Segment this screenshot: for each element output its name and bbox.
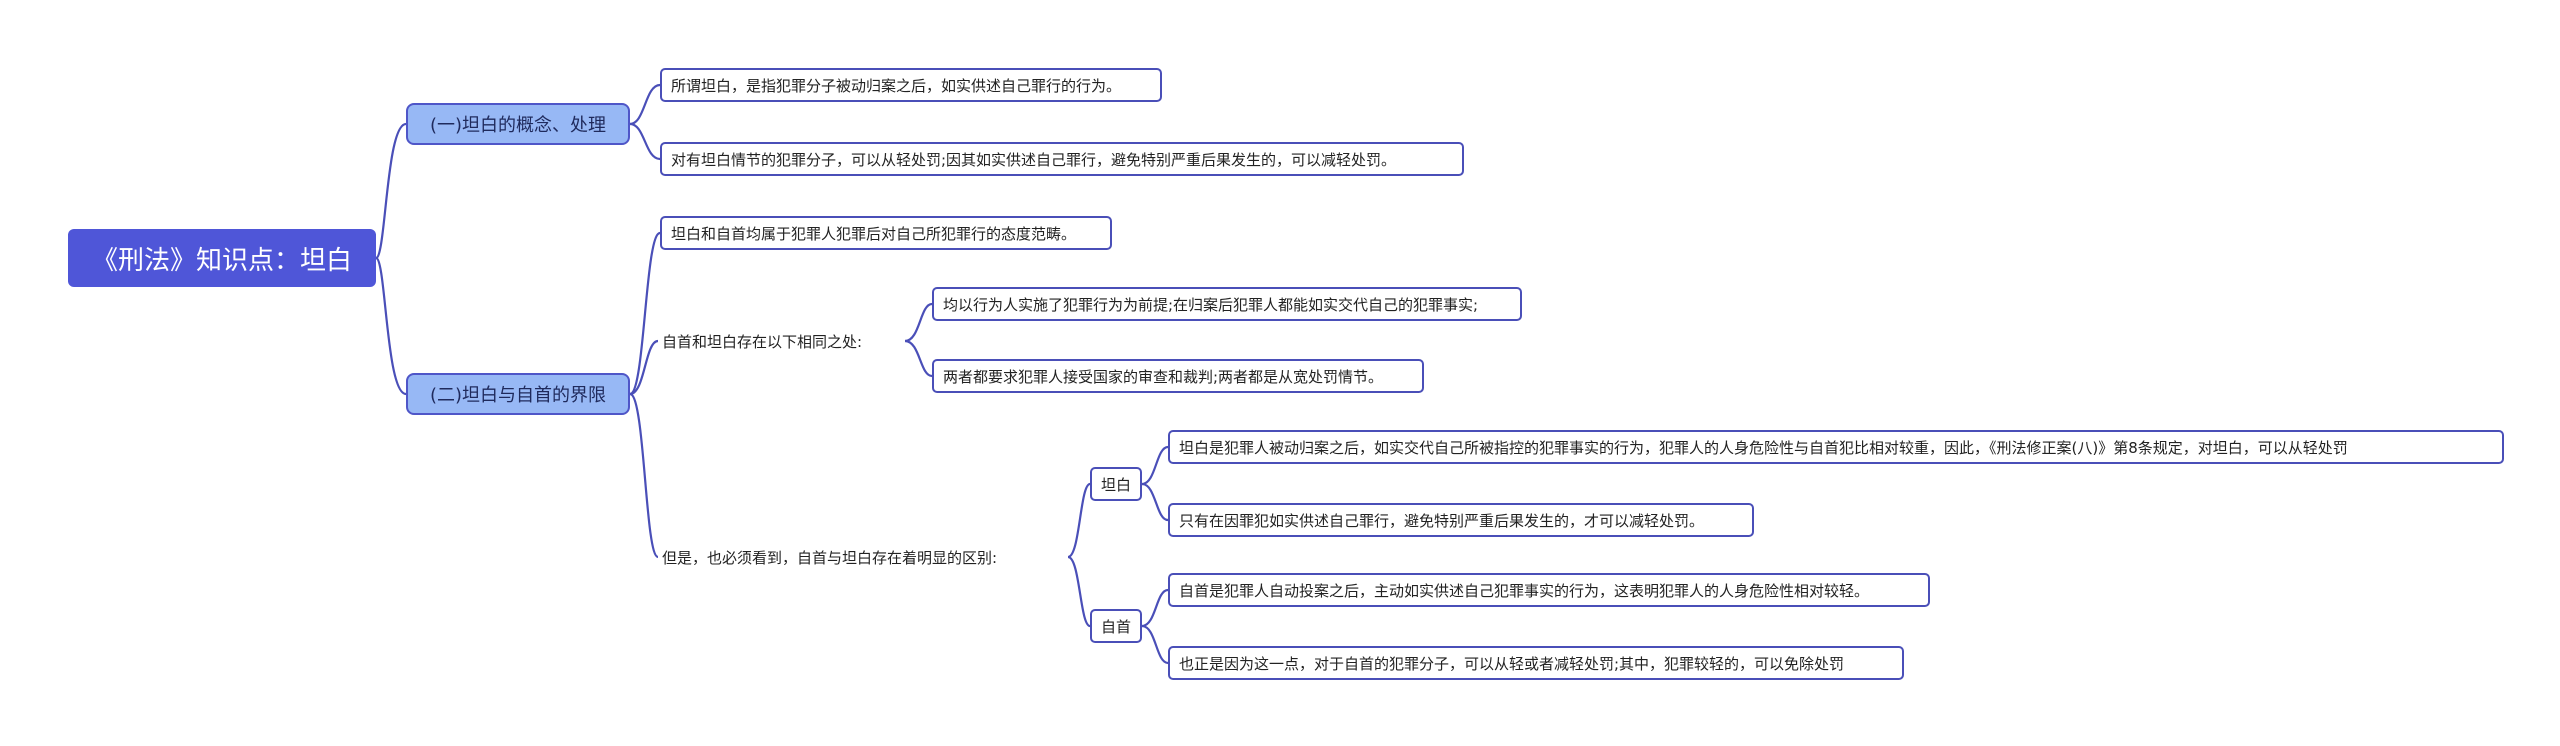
tanbai-label: 坦白 [1100, 475, 1131, 494]
zishou-item-1[interactable]: 自首是犯罪人自动投案之后，主动如实供述自己犯罪事实的行为，这表明犯罪人的人身危险… [1168, 573, 1930, 607]
root-topic[interactable]: 《刑法》知识点：坦白 [68, 229, 376, 287]
connector-tanbai-item2 [1141, 482, 1169, 522]
zishou-node[interactable]: 自首 [1090, 609, 1142, 643]
difference-node[interactable]: 但是，也必须看到，自首与坦白存在着明显的区别: [658, 542, 1068, 572]
similarity-item-1-text: 均以行为人实施了犯罪行为为前提;在归案后犯罪人都能如实交代自己的犯罪事实; [943, 295, 1479, 314]
similarity-label: 自首和坦白存在以下相同之处: [662, 332, 863, 351]
branch-boundary-label: (二)坦白与自首的界限 [429, 385, 607, 406]
connector-branch2-difference [628, 392, 660, 559]
branch-boundary[interactable]: (二)坦白与自首的界限 [406, 373, 630, 415]
connector-branch1-item2 [629, 122, 661, 161]
concept-handling-text: 对有坦白情节的犯罪分子，可以从轻处罚;因其如实供述自己罪行，避免特别严重后果发生… [671, 150, 1397, 169]
branch-concept[interactable]: (一)坦白的概念、处理 [406, 103, 630, 145]
tanbai-item-1[interactable]: 坦白是犯罪人被动归案之后，如实交代自己所被指控的犯罪事实的行为，犯罪人的人身危险… [1168, 430, 2504, 464]
connector-root-branch2 [374, 256, 407, 396]
connector-zishou-item2 [1141, 624, 1169, 665]
boundary-scope-text: 坦白和自首均属于犯罪人犯罪后对自己所犯罪行的态度范畴。 [671, 224, 1077, 243]
zishou-item-2[interactable]: 也正是因为这一点，对于自首的犯罪分子，可以从轻或者减轻处罚;其中，犯罪较轻的，可… [1168, 646, 1904, 680]
zishou-label: 自首 [1100, 617, 1131, 636]
concept-definition-text: 所谓坦白，是指犯罪分子被动归案之后，如实供述自己罪行的行为。 [671, 76, 1122, 95]
similarity-item-1[interactable]: 均以行为人实施了犯罪行为为前提;在归案后犯罪人都能如实交代自己的犯罪事实; [932, 287, 1522, 321]
connector-similar-item2 [904, 339, 933, 378]
connector-branch1-item1 [629, 83, 661, 126]
connector-similar-item1 [904, 302, 933, 343]
connector-difference-tanbai [1067, 482, 1091, 559]
tanbai-item-2-text: 只有在因罪犯如实供述自己罪行，避免特别严重后果发生的，才可以减轻处罚。 [1179, 511, 1705, 530]
concept-handling-node[interactable]: 对有坦白情节的犯罪分子，可以从轻处罚;因其如实供述自己罪行，避免特别严重后果发生… [660, 142, 1464, 176]
connector-branch2-scope [628, 231, 662, 396]
difference-label: 但是，也必须看到，自首与坦白存在着明显的区别: [662, 548, 998, 567]
connector-root-branch1 [374, 122, 407, 260]
zishou-item-2-text: 也正是因为这一点，对于自首的犯罪分子，可以从轻或者减轻处罚;其中，犯罪较轻的，可… [1179, 654, 1845, 673]
similarity-node[interactable]: 自首和坦白存在以下相同之处: [658, 326, 905, 356]
zishou-item-1-text: 自首是犯罪人自动投案之后，主动如实供述自己犯罪事实的行为，这表明犯罪人的人身危险… [1179, 581, 1870, 600]
tanbai-item-1-text: 坦白是犯罪人被动归案之后，如实交代自己所被指控的犯罪事实的行为，犯罪人的人身危险… [1179, 438, 2348, 457]
concept-definition-node[interactable]: 所谓坦白，是指犯罪分子被动归案之后，如实供述自己罪行的行为。 [660, 68, 1162, 102]
connector-difference-zishou [1067, 555, 1091, 628]
boundary-scope-node[interactable]: 坦白和自首均属于犯罪人犯罪后对自己所犯罪行的态度范畴。 [660, 216, 1112, 250]
branch-concept-label: (一)坦白的概念、处理 [429, 115, 607, 136]
similarity-item-2-text: 两者都要求犯罪人接受国家的审查和裁判;两者都是从宽处罚情节。 [943, 367, 1384, 386]
tanbai-node[interactable]: 坦白 [1090, 467, 1142, 501]
tanbai-item-2[interactable]: 只有在因罪犯如实供述自己罪行，避免特别严重后果发生的，才可以减轻处罚。 [1168, 503, 1754, 537]
similarity-item-2[interactable]: 两者都要求犯罪人接受国家的审查和裁判;两者都是从宽处罚情节。 [932, 359, 1424, 393]
connector-branch2-similar [629, 339, 659, 396]
connector-zishou-item1 [1141, 588, 1169, 628]
root-topic-label: 《刑法》知识点：坦白 [91, 245, 352, 276]
connector-tanbai-item1 [1141, 445, 1169, 486]
